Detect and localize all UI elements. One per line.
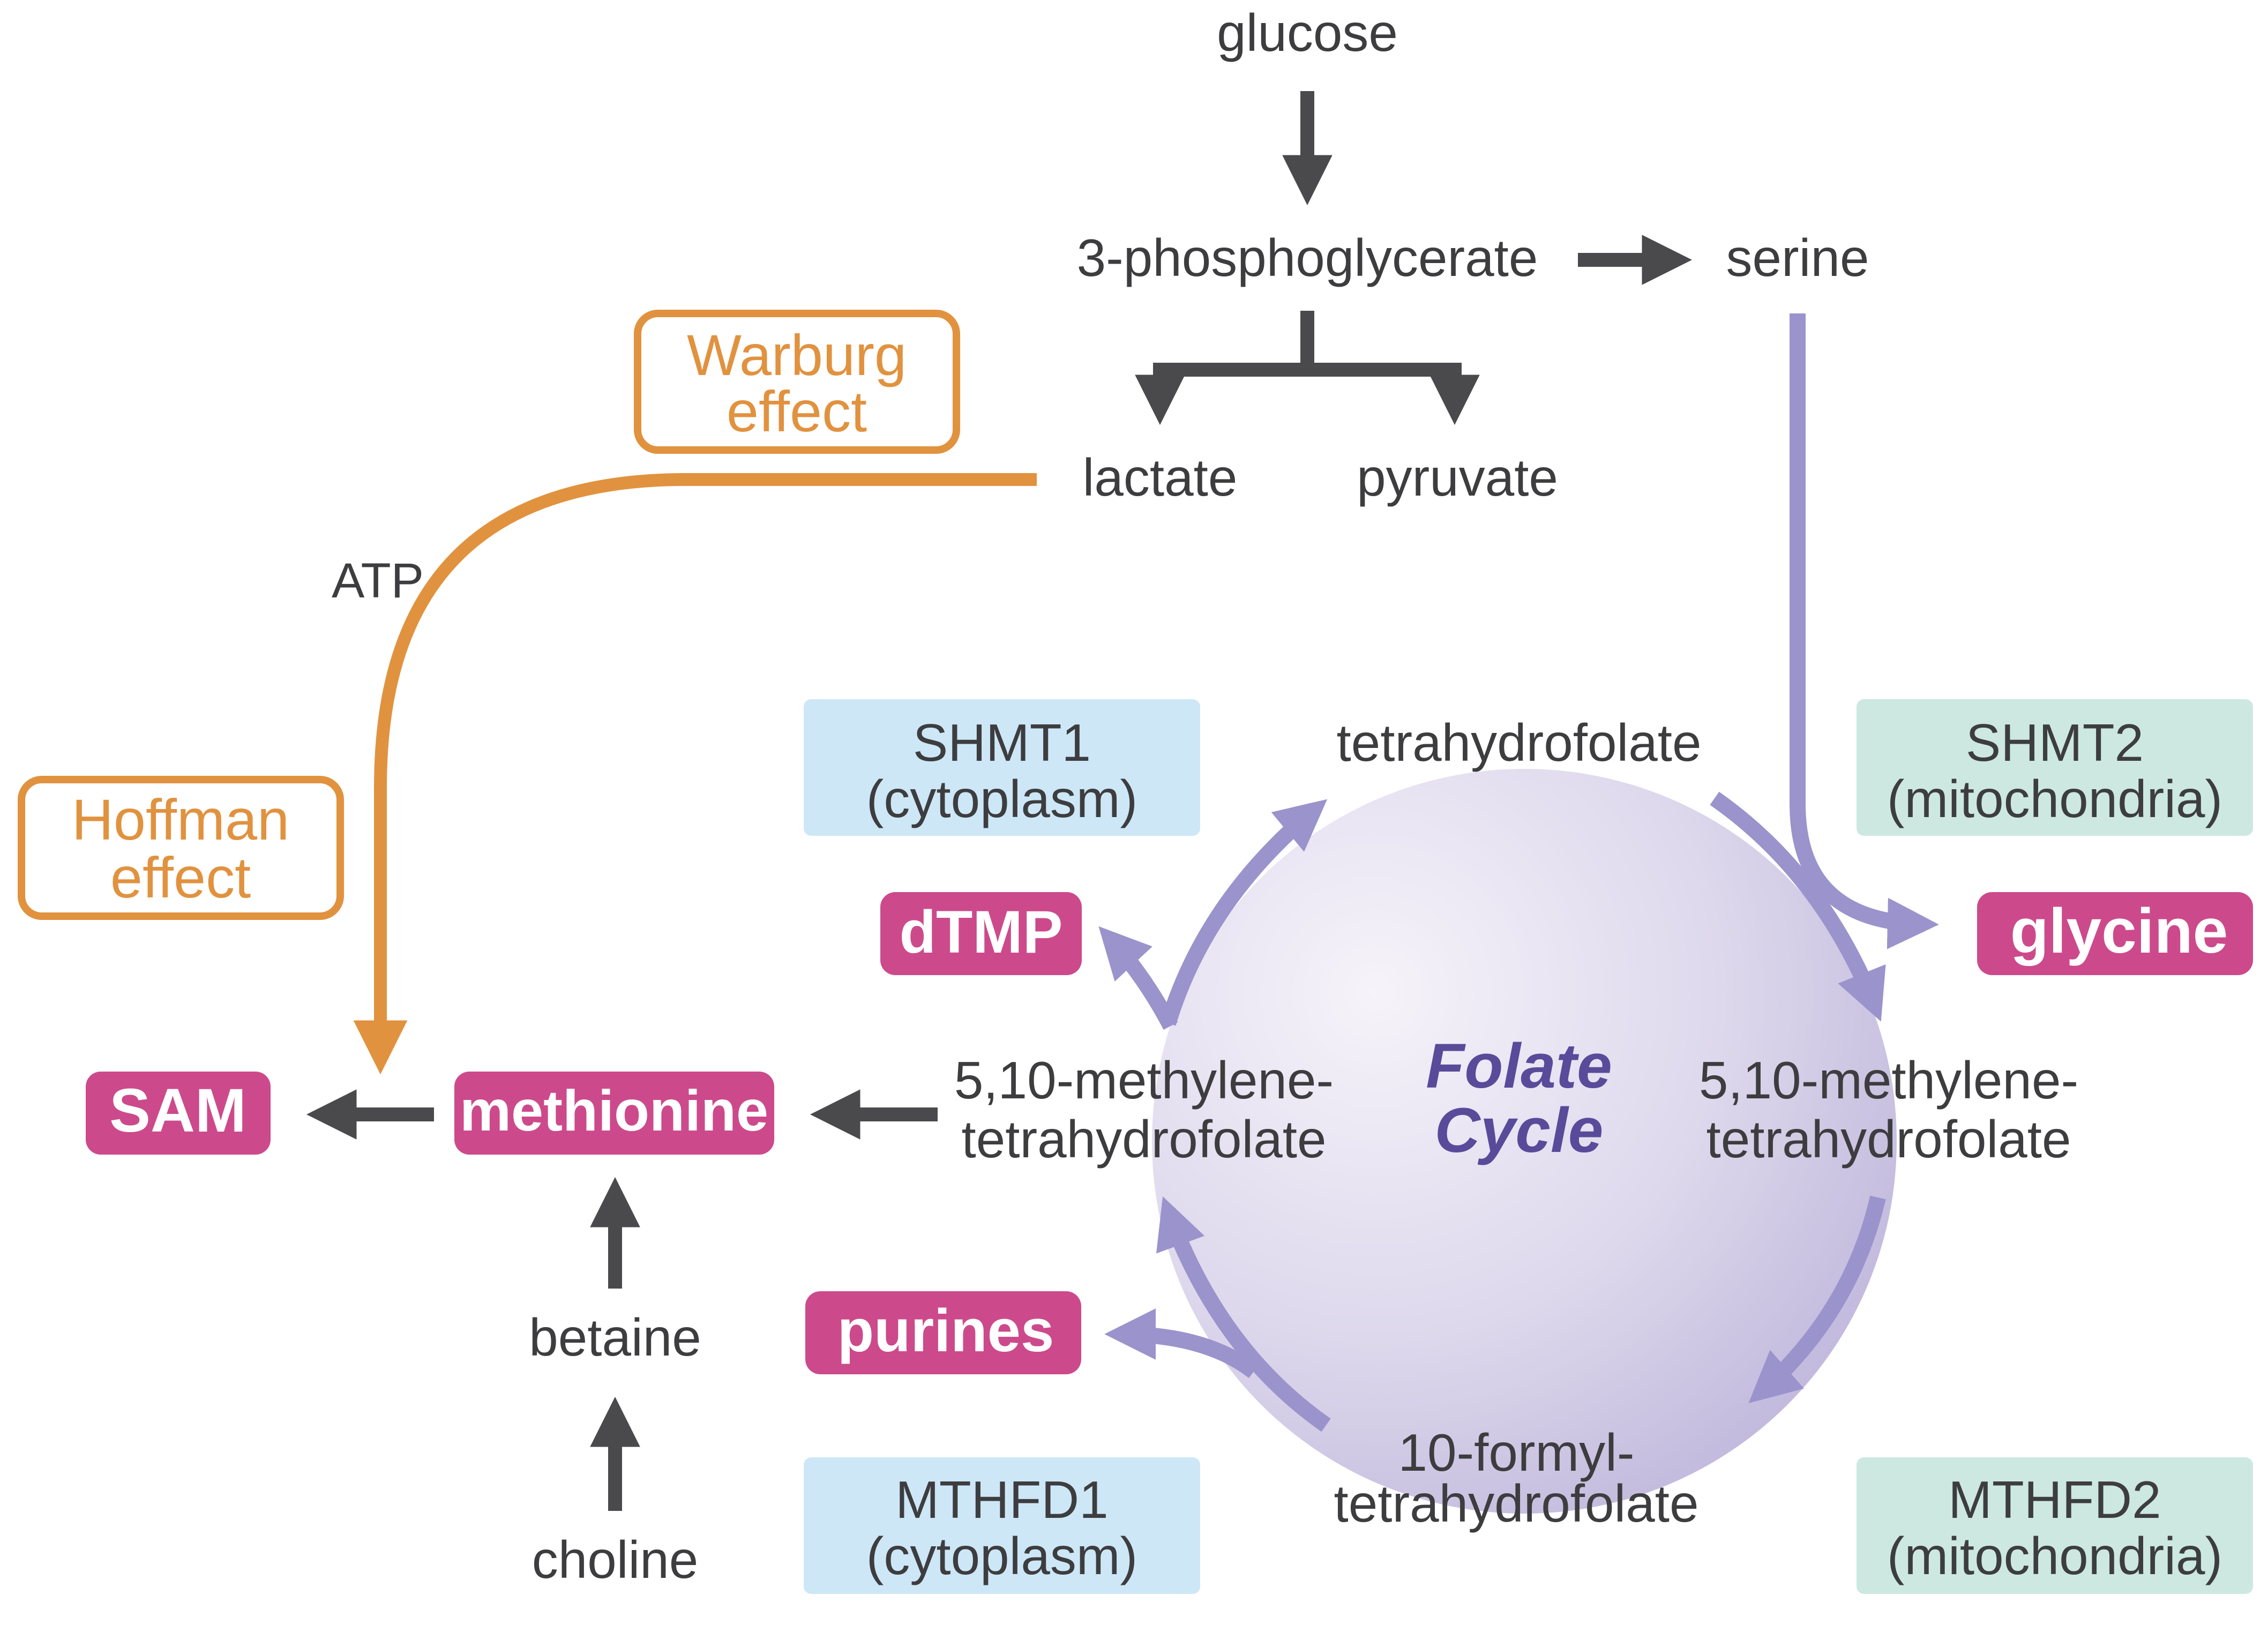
formyl-line2: tetrahydrofolate	[1334, 1474, 1699, 1533]
pyruvate-label: pyruvate	[1357, 448, 1558, 507]
glycine-label: glycine	[2010, 896, 2228, 967]
methionine-label: methionine	[460, 1078, 768, 1143]
shmt2-name: SHMT2	[1966, 713, 2144, 772]
betaine-label: betaine	[529, 1308, 701, 1367]
serine-label: serine	[1726, 228, 1869, 287]
warburg-line1: Warburg	[687, 323, 907, 387]
formyl-line1: 10-formyl-	[1398, 1423, 1634, 1482]
purines-label: purines	[837, 1297, 1054, 1364]
mthfd1-name: MTHFD1	[895, 1470, 1108, 1529]
glucose-label: glucose	[1217, 3, 1398, 62]
gray-arrows	[306, 91, 1693, 1511]
mthfd2-name: MTHFD2	[1948, 1470, 2161, 1529]
methylene-left-line1: 5,10-methylene-	[954, 1051, 1334, 1110]
hoffman-line2: effect	[110, 845, 251, 910]
hoffman-effect-box: Hoffman effect	[18, 776, 344, 920]
warburg-effect-box: Warburg effect	[634, 310, 960, 454]
mthfd1-location: (cytoplasm)	[866, 1526, 1137, 1585]
lactate-label: lactate	[1083, 448, 1238, 507]
methylene-right-to-formyl-arrow	[1748, 1195, 1886, 1404]
mthfd1-box: MTHFD1 (cytoplasm)	[804, 1457, 1200, 1594]
sam-label: SAM	[109, 1076, 246, 1145]
hoffman-line1: Hoffman	[72, 787, 289, 852]
sam-pill: SAM	[86, 1072, 271, 1155]
warburg-line2: effect	[727, 379, 867, 444]
purple-arrows	[1098, 313, 1939, 1432]
3pg-to-pyruvate-arrow	[1307, 363, 1480, 425]
mthfd2-location: (mitochondria)	[1887, 1526, 2222, 1585]
shmt2-box: SHMT2 (mitochondria)	[1857, 699, 2253, 836]
glycine-pill: glycine	[1977, 892, 2253, 975]
shmt1-name: SHMT1	[913, 713, 1091, 772]
methylene-right-line2: tetrahydrofolate	[1706, 1110, 2071, 1169]
3-phosphoglycerate-label: 3-phosphoglycerate	[1077, 228, 1538, 287]
methionine-pill: methionine	[454, 1072, 774, 1155]
thf-top-label: tetrahydrofolate	[1337, 713, 1702, 772]
folate-cycle-circle	[1152, 769, 1897, 1514]
cycle-title-line2: Cycle	[1435, 1095, 1604, 1166]
mthfd2-box: MTHFD2 (mitochondria)	[1857, 1457, 2253, 1594]
methylene-left-to-thf-arrow	[1160, 799, 1328, 1026]
methylene-left-line2: tetrahydrofolate	[962, 1110, 1327, 1169]
choline-label: choline	[532, 1530, 699, 1589]
shmt1-location: (cytoplasm)	[866, 769, 1137, 828]
3pg-to-lactate-arrow	[1135, 311, 1314, 425]
dtmp-label: dTMP	[900, 899, 1063, 965]
warburg-to-sam-arrow	[353, 473, 1037, 1075]
shmt1-box: SHMT1 (cytoplasm)	[804, 699, 1200, 836]
purines-pill: purines	[805, 1291, 1081, 1374]
cycle-title-line1: Folate	[1426, 1031, 1612, 1102]
formyl-to-methylene-left-arrow	[1156, 1196, 1331, 1432]
to-dtmp-arrow	[1098, 926, 1178, 1030]
thf-to-methylene-right-arrow	[1710, 791, 1886, 1022]
methylene-right-line1: 5,10-methylene-	[1699, 1051, 2078, 1110]
serine-to-glycine-arrow	[1790, 313, 1939, 949]
to-purines-arrow	[1104, 1308, 1259, 1378]
shmt2-location: (mitochondria)	[1887, 769, 2222, 828]
dtmp-pill: dTMP	[880, 892, 1082, 975]
atp-label: ATP	[332, 553, 424, 608]
